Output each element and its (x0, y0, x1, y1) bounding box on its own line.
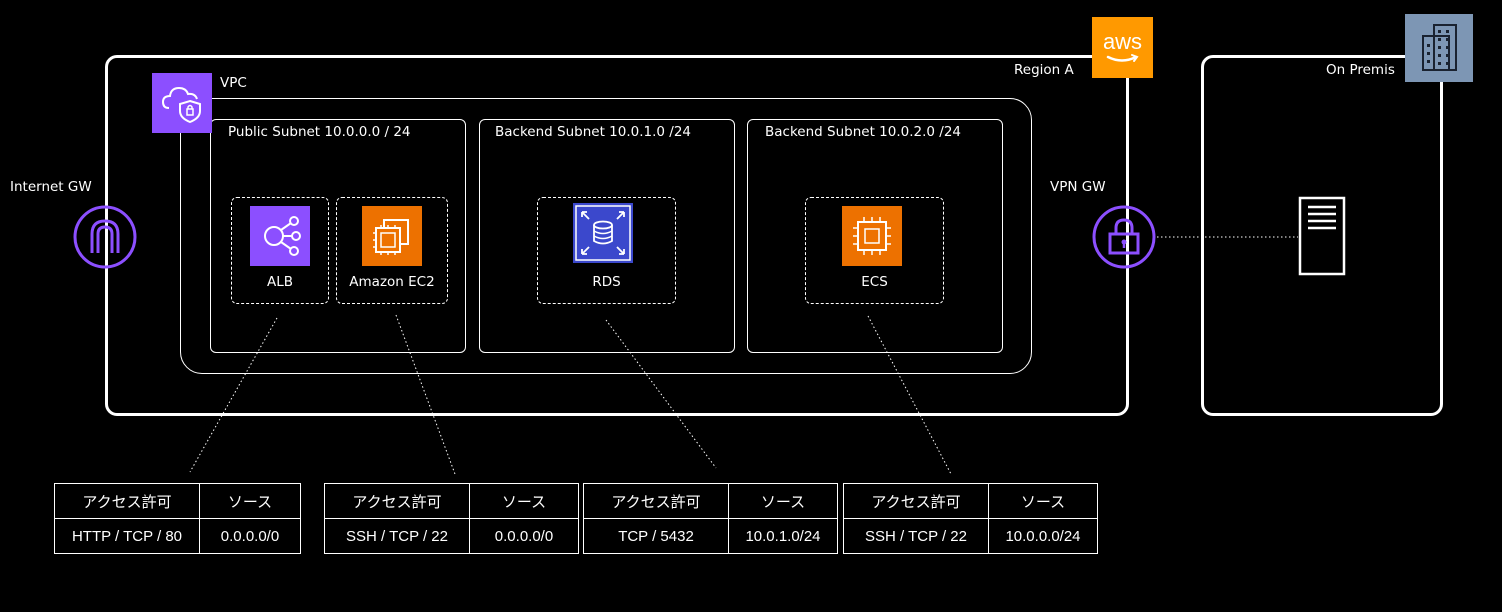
table-row: SSH / TCP / 22 10.0.0.0/24 (843, 518, 1098, 554)
backend-subnet-1-box (479, 119, 735, 353)
alb-label: ALB (266, 274, 294, 290)
on-premises-boundary (1201, 55, 1443, 416)
internet-gateway-label: Internet GW (10, 179, 92, 195)
table-cell: HTTP / TCP / 80 (54, 518, 200, 554)
table-cell: SSH / TCP / 22 (843, 518, 989, 554)
subnet-label: Public Subnet 10.0.0.0 / 24 (228, 124, 411, 140)
backend-subnet-2-box (747, 119, 1003, 353)
table-header-row: アクセス許可 ソース (324, 483, 579, 519)
table-header-row: アクセス許可 ソース (54, 483, 301, 519)
ecs-acl-connector (867, 315, 952, 475)
alb-acl-connector (189, 317, 278, 473)
ec2-acl-connector (395, 314, 456, 475)
vpc-label: VPC (220, 75, 247, 91)
table-cell: 0.0.0.0/0 (199, 518, 301, 554)
subnet-label: Backend Subnet 10.0.2.0 /24 (765, 124, 961, 140)
elastic-load-balancing-icon (250, 206, 310, 266)
ecs-security-group (805, 197, 944, 304)
server-icon (1298, 196, 1346, 276)
vpn-gateway-label: VPN GW (1050, 179, 1106, 195)
rds-acl-connector (605, 319, 717, 469)
table-header-cell: ソース (988, 483, 1098, 519)
alb-security-group (231, 197, 329, 304)
internet-gateway-icon (73, 205, 137, 269)
table-header-cell: ソース (199, 483, 301, 519)
ec2-acl-table: アクセス許可 ソース SSH / TCP / 22 0.0.0.0/0 (324, 483, 579, 554)
table-cell: 10.0.0.0/24 (988, 518, 1098, 554)
rds-security-group (537, 197, 676, 304)
svg-text:aws: aws (1103, 29, 1142, 54)
vpn-gateway-lock-icon (1092, 205, 1156, 269)
table-cell: 10.0.1.0/24 (728, 518, 838, 554)
ecs-label: ECS (861, 274, 888, 290)
table-row: HTTP / TCP / 80 0.0.0.0/0 (54, 518, 301, 554)
vpc-cloud-shield-icon (152, 73, 212, 133)
table-header-cell: アクセス許可 (843, 483, 989, 519)
table-header-cell: アクセス許可 (324, 483, 470, 519)
region-label: Region A (1014, 62, 1074, 78)
rds-label: RDS (592, 274, 621, 290)
table-row: TCP / 5432 10.0.1.0/24 (583, 518, 838, 554)
table-header-cell: ソース (728, 483, 838, 519)
table-header-cell: アクセス許可 (54, 483, 200, 519)
table-row: SSH / TCP / 22 0.0.0.0/0 (324, 518, 579, 554)
table-header-row: アクセス許可 ソース (843, 483, 1098, 519)
rds-acl-table: アクセス許可 ソース TCP / 5432 10.0.1.0/24 (583, 483, 838, 554)
alb-acl-table: アクセス許可 ソース HTTP / TCP / 80 0.0.0.0/0 (54, 483, 301, 554)
vpc-boundary (180, 98, 1032, 374)
table-cell: 0.0.0.0/0 (469, 518, 579, 554)
ec2-security-group (336, 197, 448, 304)
table-header-cell: アクセス許可 (583, 483, 729, 519)
table-header-row: アクセス許可 ソース (583, 483, 838, 519)
subnet-label: Backend Subnet 10.0.1.0 /24 (495, 124, 691, 140)
public-subnet-box (210, 119, 466, 353)
table-cell: TCP / 5432 (583, 518, 729, 554)
ec2-instances-icon (362, 206, 422, 266)
ec2-label: Amazon EC2 (349, 274, 435, 290)
table-header-cell: ソース (469, 483, 579, 519)
aws-icon: aws (1092, 17, 1153, 78)
ecs-acl-table: アクセス許可 ソース SSH / TCP / 22 10.0.0.0/24 (843, 483, 1098, 554)
rds-database-icon (573, 203, 633, 263)
on-premises-label: On Premis (1326, 62, 1395, 78)
ecs-chip-icon (842, 206, 902, 266)
corporate-building-icon (1405, 14, 1473, 82)
table-cell: SSH / TCP / 22 (324, 518, 470, 554)
